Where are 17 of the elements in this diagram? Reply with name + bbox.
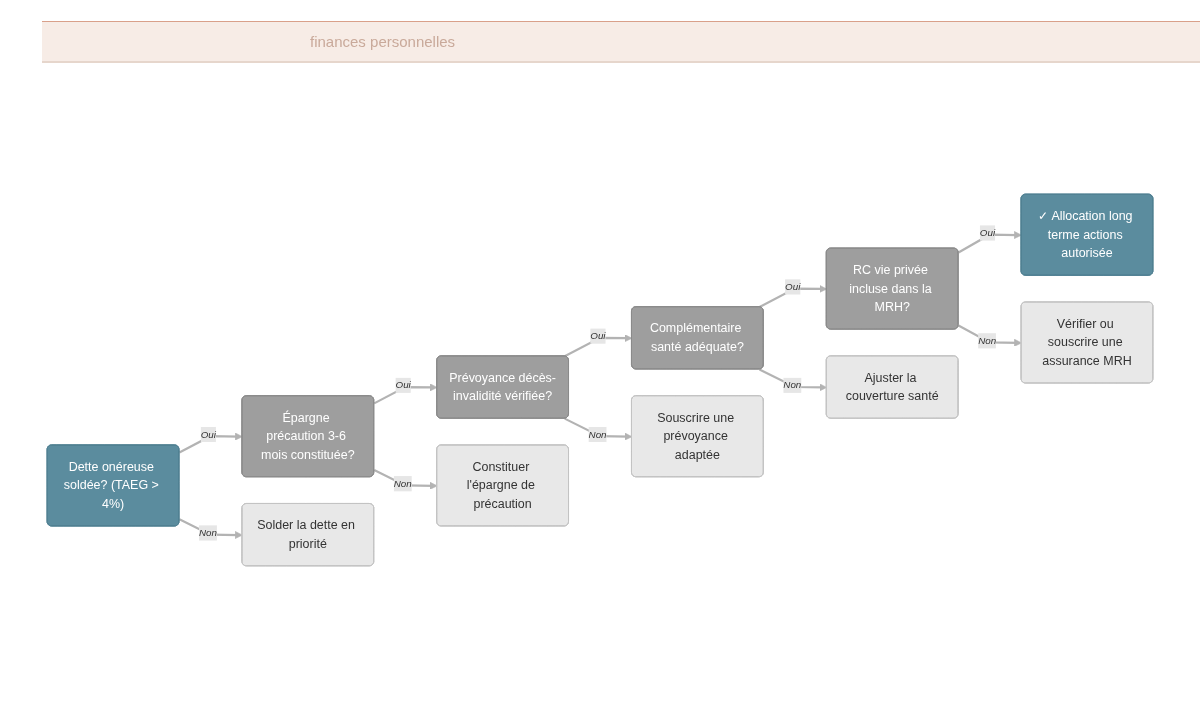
- arrow: [373, 383, 438, 405]
- arrow: [759, 285, 828, 309]
- edge-label: Oui: [979, 227, 996, 238]
- edge-label: Oui: [785, 281, 801, 292]
- edge-label: Oui: [395, 379, 411, 391]
- edge-label: Non: [978, 334, 997, 346]
- edge-label: Non: [198, 527, 217, 538]
- category-label: finances personnelles: [310, 33, 456, 50]
- arrow: [957, 231, 1022, 254]
- edge-label: Non: [393, 477, 412, 489]
- arrow: [178, 432, 243, 454]
- edge-label: Oui: [200, 428, 216, 440]
- edge-label: Oui: [590, 330, 606, 341]
- edge-label: Non: [783, 379, 802, 391]
- arrow: [759, 368, 828, 392]
- arrow: [564, 334, 633, 358]
- edge-label: Non: [588, 428, 607, 440]
